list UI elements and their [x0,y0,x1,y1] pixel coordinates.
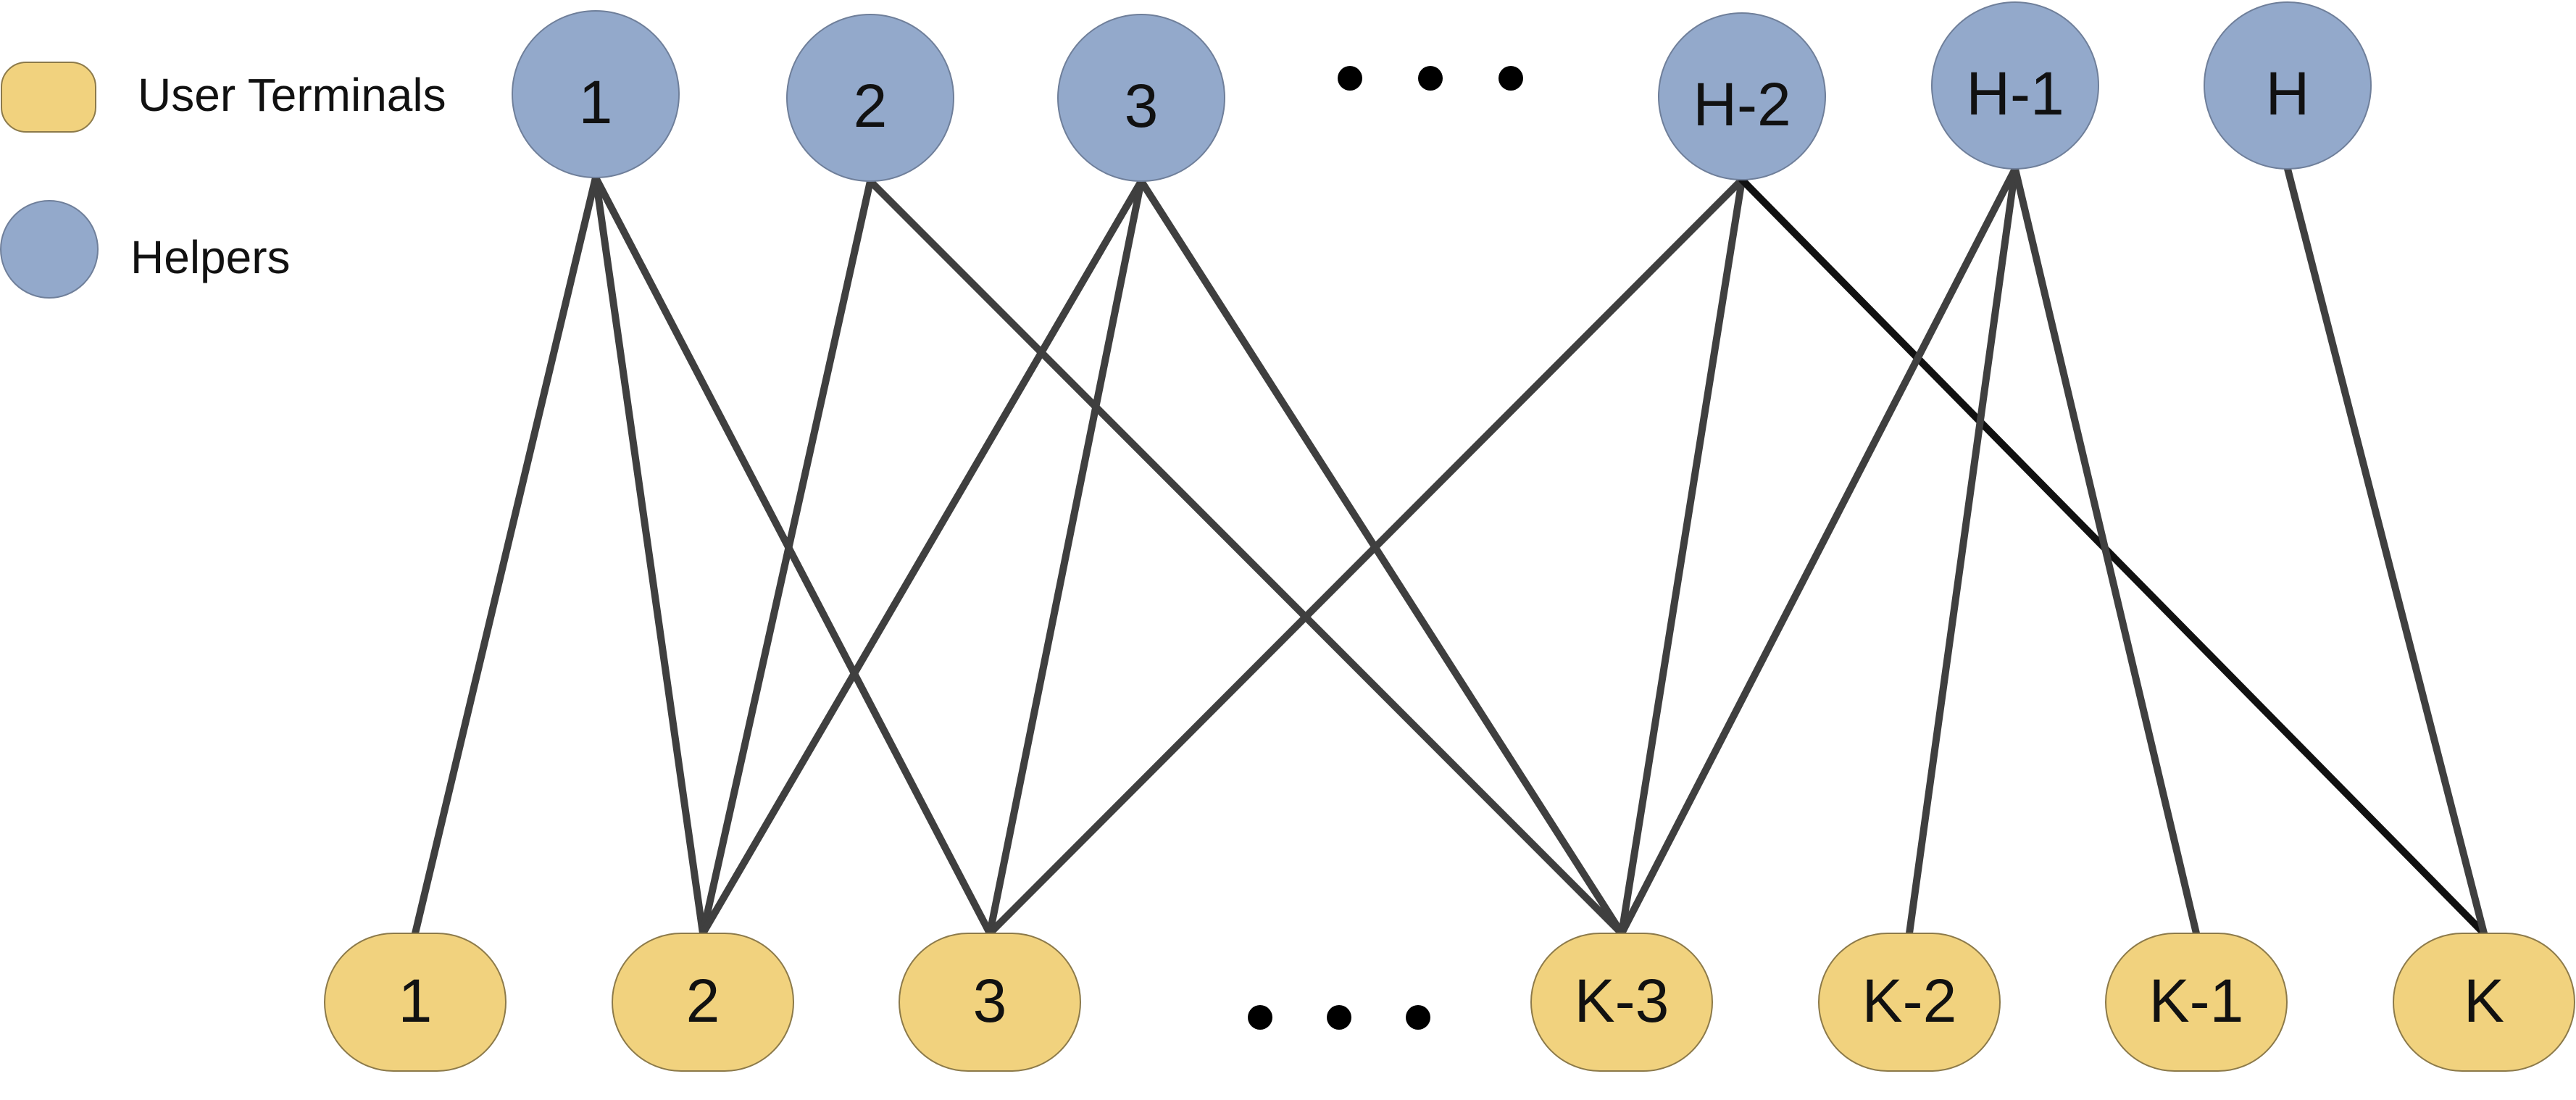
terminal-label: 2 [686,967,720,1035]
terminal-label: K-2 [1862,967,1957,1035]
legend-label-user-terminals: User Terminals [138,69,446,121]
terminal-label: 3 [973,967,1007,1035]
edge-line [412,174,599,937]
helper-label: H-1 [1966,59,2064,128]
helper-node: 2 [786,14,954,182]
legend: User Terminals Helpers [0,62,446,299]
terminal-label: K [2464,967,2504,1035]
legend-item-user-terminals: User Terminals [1,62,446,133]
ellipsis-dot [1499,66,1523,91]
edge-line [1738,176,2488,937]
ellipsis-dot [1327,1005,1351,1030]
terminal-node: 2 [612,933,794,1072]
helper-label: 3 [1125,72,1159,140]
terminal-label: K-3 [1575,967,1670,1035]
edge-line [2284,165,2488,937]
edge-line [867,178,1625,937]
edge-line [1906,165,2019,937]
terminal-nodes: 1 2 3 K-3 K-2 K-1 K [324,933,2575,1072]
edge-line [2012,165,2200,937]
helper-nodes: 1 2 3 H-2 H-1 H [512,1,2372,182]
ellipsis-dot [1338,66,1362,91]
helper-swatch [0,200,99,299]
edge-line [1618,165,2019,937]
terminal-node: K-2 [1818,933,2001,1072]
ellipsis-dot [1418,66,1443,91]
edge-line [986,176,1746,937]
helper-label: H [2266,59,2310,128]
legend-item-helpers: Helpers [0,200,291,299]
ellipsis-dot [1406,1005,1430,1030]
terminal-label: 1 [399,967,433,1035]
helper-label: 2 [854,72,888,140]
ellipsis-dot [1248,1005,1272,1030]
edge-line [592,174,993,937]
helper-label: 1 [579,68,613,136]
terminal-label: K-1 [2149,967,2244,1035]
helper-node: H [2204,1,2372,170]
terminal-node: 1 [324,933,507,1072]
edge-line [699,178,874,937]
legend-label-helpers: Helpers [130,231,291,283]
edge-layer [412,165,2488,937]
edge-line [1618,176,1746,937]
helper-node: 1 [512,10,680,178]
helper-node: H-1 [1931,1,2099,170]
ellipsis-dots [1248,66,1523,1030]
helper-label: H-2 [1693,70,1791,138]
terminal-node: K [2393,933,2575,1072]
terminal-node: K-3 [1530,933,1713,1072]
helper-node: H-2 [1658,12,1826,180]
edge-line [592,174,706,937]
terminal-node: 3 [899,933,1081,1072]
edge-line [699,178,1145,937]
terminal-node: K-1 [2105,933,2288,1072]
edge-line [1138,178,1625,937]
terminal-swatch [1,62,96,133]
edge-line [986,178,1145,937]
helper-node: 3 [1057,14,1225,182]
